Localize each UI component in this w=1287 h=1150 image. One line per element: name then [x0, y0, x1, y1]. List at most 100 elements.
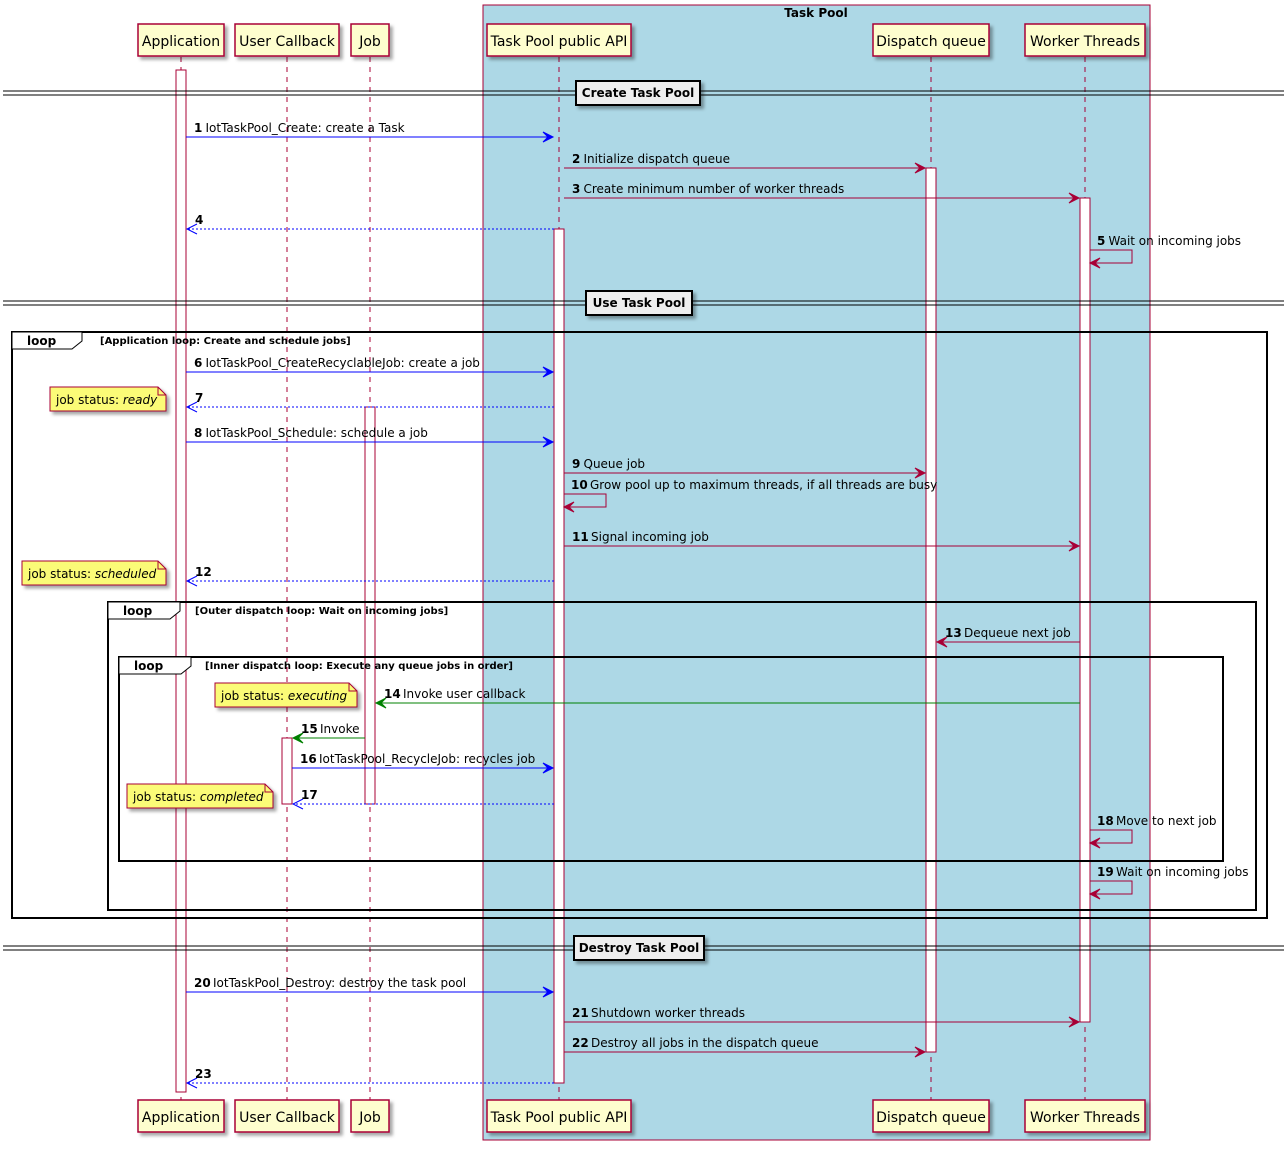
message-label-6: IotTaskPool_CreateRecyclableJob: create …: [206, 356, 480, 370]
note-text-3: job status: executing: [220, 689, 348, 703]
message-number-6: 6: [194, 356, 202, 370]
message-arrowhead-19: [1088, 888, 1101, 900]
message-5: 5 Wait on incoming jobs: [1088, 234, 1242, 269]
message-label-20: IotTaskPool_Destroy: destroy the task po…: [213, 976, 466, 990]
message-label-1: IotTaskPool_Create: create a Task: [206, 121, 405, 135]
message-number-21: 21: [572, 1006, 589, 1020]
participant-box: [872, 1099, 990, 1133]
message-6: 6 IotTaskPool_CreateRecyclableJob: create…: [186, 356, 555, 378]
participant-box: [1024, 23, 1146, 57]
loop-tag-box-1: [11, 331, 83, 350]
message-label-14: Invoke user callback: [403, 687, 525, 701]
message-number-16: 16: [300, 752, 317, 766]
message-label-3: Create minimum number of worker threads: [584, 182, 845, 196]
message-number-5: 5: [1097, 234, 1105, 248]
loop-condition-1: [Application loop: Create and schedule j…: [100, 336, 351, 347]
note-status-4: completed: [200, 790, 264, 804]
note-box-1: [49, 386, 167, 412]
divider-3: Destroy Task Pool: [3, 935, 1284, 961]
message-number-15: 15: [301, 722, 318, 736]
message-arrowhead-16: [542, 762, 555, 774]
message-arrowhead-22: [914, 1046, 927, 1058]
note-job-status-ready: job status: ready: [49, 386, 167, 412]
message-label-5: Wait on incoming jobs: [1109, 234, 1242, 248]
participant-app-bottom: Application: [137, 1099, 225, 1133]
divider-2: Use Task Pool: [3, 290, 1284, 316]
message-arrowhead-6: [542, 366, 555, 378]
note-status-3: executing: [288, 689, 348, 703]
message-12: 12: [185, 565, 554, 587]
message-arrowhead-18: [1088, 837, 1101, 849]
message-number-9: 9: [572, 457, 580, 471]
loop-frame-2: [107, 601, 1257, 911]
message-arrowhead-2: [914, 162, 927, 174]
note-box-2: [21, 560, 167, 586]
message-label-18: Move to next job: [1116, 814, 1217, 828]
note-status-1: ready: [123, 393, 158, 407]
message-23: 23: [185, 1067, 554, 1089]
message-17: 17: [291, 788, 554, 810]
message-number-1: 1: [194, 121, 202, 135]
participant-name: Dispatch queue: [876, 1110, 986, 1126]
participant-box: [137, 23, 225, 57]
message-arrowhead-12: [185, 575, 198, 587]
message-label-13: Dequeue next job: [964, 626, 1071, 640]
message-number-22: 22: [572, 1036, 589, 1050]
activation-cb: [281, 737, 293, 805]
message-7: 7: [185, 391, 554, 413]
note-prefix-1: job status:: [55, 393, 123, 407]
message-number-23: 23: [195, 1067, 212, 1081]
message-arrowhead-4: [185, 223, 198, 235]
participant-name: Job: [358, 1110, 381, 1126]
message-arrowhead-7: [185, 401, 198, 413]
message-number-3: 3: [572, 182, 580, 196]
message-number-19: 19: [1097, 865, 1114, 879]
participant-name: Worker Threads: [1030, 1110, 1140, 1126]
message-label-16: IotTaskPool_RecycleJob: recycles job: [319, 752, 535, 766]
participant-cb-top: User Callback: [234, 23, 340, 57]
divider-label-3: Destroy Task Pool: [579, 941, 700, 955]
loop-condition-2: [Outer dispatch loop: Wait on incoming j…: [195, 606, 448, 617]
message-number-2: 2: [572, 152, 580, 166]
note-text-4: job status: completed: [132, 790, 264, 804]
message-arrowhead-21: [1068, 1016, 1081, 1028]
message-1: 1 IotTaskPool_Create: create a Task: [186, 121, 555, 143]
message-arrowhead-9: [914, 467, 927, 479]
participant-box: [350, 23, 390, 57]
participant-name: Application: [142, 1110, 220, 1126]
message-arrowhead-17: [291, 798, 304, 810]
participant-name: Job: [358, 34, 381, 50]
message-number-14: 14: [384, 687, 401, 701]
message-arrowhead-15: [291, 732, 304, 744]
participant-app-top: Application: [137, 23, 225, 57]
participant-cb-bottom: User Callback: [234, 1099, 340, 1133]
divider-label-2: Use Task Pool: [593, 296, 686, 310]
message-arrowhead-11: [1068, 540, 1081, 552]
message-arrowhead-23: [185, 1077, 198, 1089]
loop-frame-3: [118, 656, 1224, 862]
participant-api-top: Task Pool public API: [486, 23, 632, 57]
message-line-10: [564, 493, 607, 508]
activation-wt: [1079, 197, 1091, 1023]
loop-tag-3: loop: [134, 659, 164, 673]
participant-name: Task Pool public API: [490, 1110, 628, 1126]
note-prefix-4: job status:: [132, 790, 200, 804]
participant-dq-bottom: Dispatch queue: [872, 1099, 990, 1133]
participant-name: Task Pool public API: [490, 34, 628, 50]
divider-box-3: [573, 935, 705, 961]
message-label-8: IotTaskPool_Schedule: schedule a job: [206, 426, 428, 440]
note-box-4: [126, 783, 274, 809]
message-number-20: 20: [194, 976, 211, 990]
loop-tag-2: loop: [123, 604, 153, 618]
note-prefix-2: job status:: [27, 567, 95, 581]
loop-tag-1: loop: [27, 334, 57, 348]
